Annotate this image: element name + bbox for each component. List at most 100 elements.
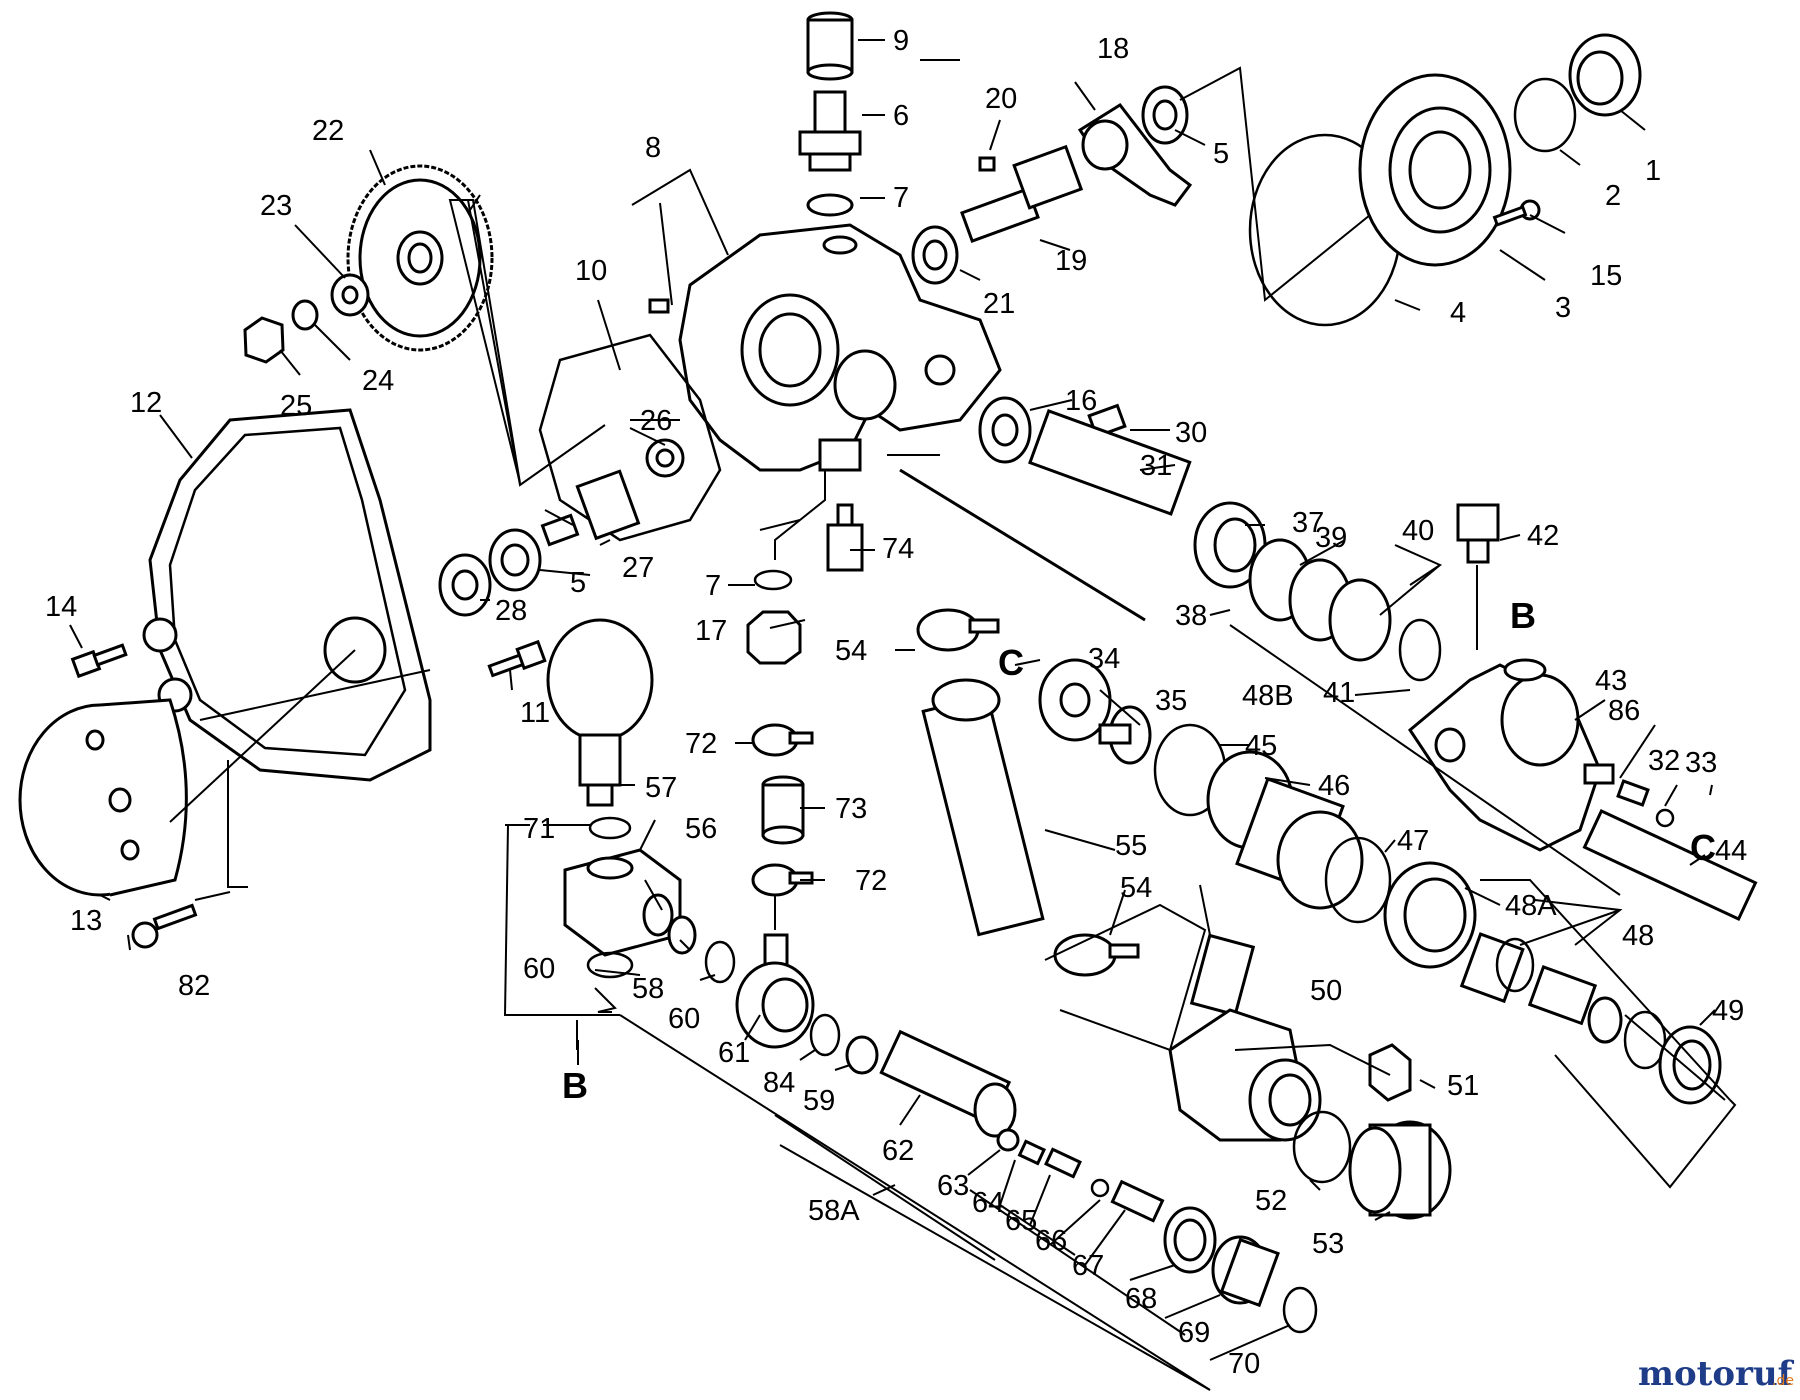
label-53: 53 [1312, 1228, 1344, 1260]
part-25-nut [243, 316, 285, 364]
part-7-oring-top [806, 193, 854, 217]
part-47-oring [1324, 836, 1392, 924]
part-57-accumulator [546, 618, 654, 807]
part-71-oring [588, 816, 632, 840]
part-48B-rod [899, 468, 1146, 622]
connector-c-left: C [998, 642, 1024, 683]
part-41-oring [1398, 618, 1442, 682]
part-58-washer [667, 915, 697, 955]
label-44: 44 [1715, 835, 1747, 867]
label-62: 62 [882, 1135, 914, 1167]
part-86-fitting [1583, 763, 1615, 785]
label-72-top: 72 [685, 728, 717, 760]
label-43: 43 [1595, 665, 1627, 697]
watermark-suffix: .de [1772, 1373, 1794, 1389]
part-60-oring-right [704, 940, 736, 984]
part-48A-sleeve [1383, 861, 1477, 969]
label-52: 52 [1255, 1185, 1287, 1217]
label-40: 40 [1402, 515, 1434, 547]
part-11-screw [487, 639, 547, 678]
label-25: 25 [280, 390, 312, 422]
label-45: 45 [1245, 730, 1277, 762]
label-67: 67 [1072, 1250, 1104, 1282]
part-62-valve-body [879, 1029, 1017, 1138]
label-1: 1 [1645, 155, 1661, 187]
part-28-seal-inner [451, 569, 479, 601]
label-63: 63 [937, 1170, 969, 1202]
label-61: 61 [718, 1037, 750, 1069]
part-50-inlet-body [1168, 933, 1322, 1142]
part-3-flange [1358, 73, 1512, 267]
part-53-cap [1348, 1120, 1452, 1220]
part-33-oring [1655, 808, 1675, 828]
label-48: 48 [1622, 920, 1654, 952]
label-73: 73 [835, 793, 867, 825]
label-54-top: 54 [835, 635, 867, 667]
part-66-ring [1090, 1178, 1110, 1198]
label-20: 20 [985, 83, 1017, 115]
part-labels: 1 2 3 4 5 5 6 7 7 8 9 10 11 12 13 14 15 … [45, 25, 1747, 1380]
label-59: 59 [803, 1085, 835, 1117]
label-19: 19 [1055, 245, 1087, 277]
part-13-drum [18, 698, 188, 897]
label-37: 37 [1292, 507, 1324, 539]
connector-b-bottom: B [562, 1065, 588, 1106]
label-22: 22 [312, 115, 344, 147]
part-55-hose [921, 678, 1045, 937]
part-54-clamp-bottom [1053, 933, 1140, 977]
part-54-clamp-top [916, 608, 1000, 652]
part-12-cover [142, 408, 432, 782]
part-43-valve-body [1408, 658, 1602, 852]
label-47: 47 [1397, 825, 1429, 857]
label-9: 9 [893, 25, 909, 57]
part-22-gear [346, 164, 494, 352]
part-2-oring [1513, 77, 1577, 153]
connector-c-right: C [1690, 827, 1716, 868]
label-38: 38 [1175, 600, 1207, 632]
label-46: 46 [1318, 770, 1350, 802]
part-24-lock-washer [291, 299, 319, 331]
label-49: 49 [1712, 995, 1744, 1027]
label-4: 4 [1450, 297, 1466, 329]
label-11: 11 [520, 697, 550, 729]
part-10-gasket [538, 333, 722, 542]
label-10: 10 [575, 255, 607, 287]
label-58A: 58A [808, 1195, 860, 1227]
label-55: 55 [1115, 830, 1147, 862]
part-82-screw [131, 903, 198, 949]
part-9-cap [806, 11, 854, 81]
part-72-clamp-top [751, 723, 814, 757]
part-42-plug [1456, 503, 1500, 564]
label-48B: 48B [1242, 680, 1294, 712]
label-23: 23 [260, 190, 292, 222]
label-2: 2 [1605, 180, 1621, 212]
part-52-oring [1292, 1110, 1352, 1184]
part-61-fitting [735, 933, 815, 1049]
part-6-fitting [798, 90, 862, 172]
part-26-seal-inner [655, 448, 675, 468]
label-65: 65 [1005, 1205, 1037, 1237]
label-82: 82 [178, 970, 210, 1002]
label-84: 84 [763, 1067, 795, 1099]
part-73-sleeve [761, 775, 805, 845]
part-14-screw [70, 643, 128, 679]
part-68-seal-inner [1173, 1218, 1207, 1262]
label-64: 64 [972, 1187, 1004, 1219]
label-13: 13 [70, 905, 102, 937]
label-33: 33 [1685, 747, 1717, 779]
label-31: 31 [1140, 450, 1172, 482]
part-16-seal-inner [991, 413, 1019, 447]
label-21: 21 [983, 288, 1015, 320]
part-49-valve-assembly [1459, 932, 1722, 1105]
label-60-left: 60 [523, 953, 555, 985]
watermark-logo: motoruf .de [1638, 1354, 1795, 1394]
part-84-oring [809, 1013, 841, 1057]
label-12: 12 [130, 387, 162, 419]
label-16: 16 [1065, 385, 1097, 417]
label-5-top: 5 [1213, 138, 1229, 170]
label-3: 3 [1555, 292, 1571, 324]
part-8-pump-housing [678, 223, 1002, 472]
part-23-washer-hole [341, 285, 359, 305]
part-46-cylinder [1206, 750, 1364, 910]
part-27-pinion-shaft [540, 469, 641, 547]
